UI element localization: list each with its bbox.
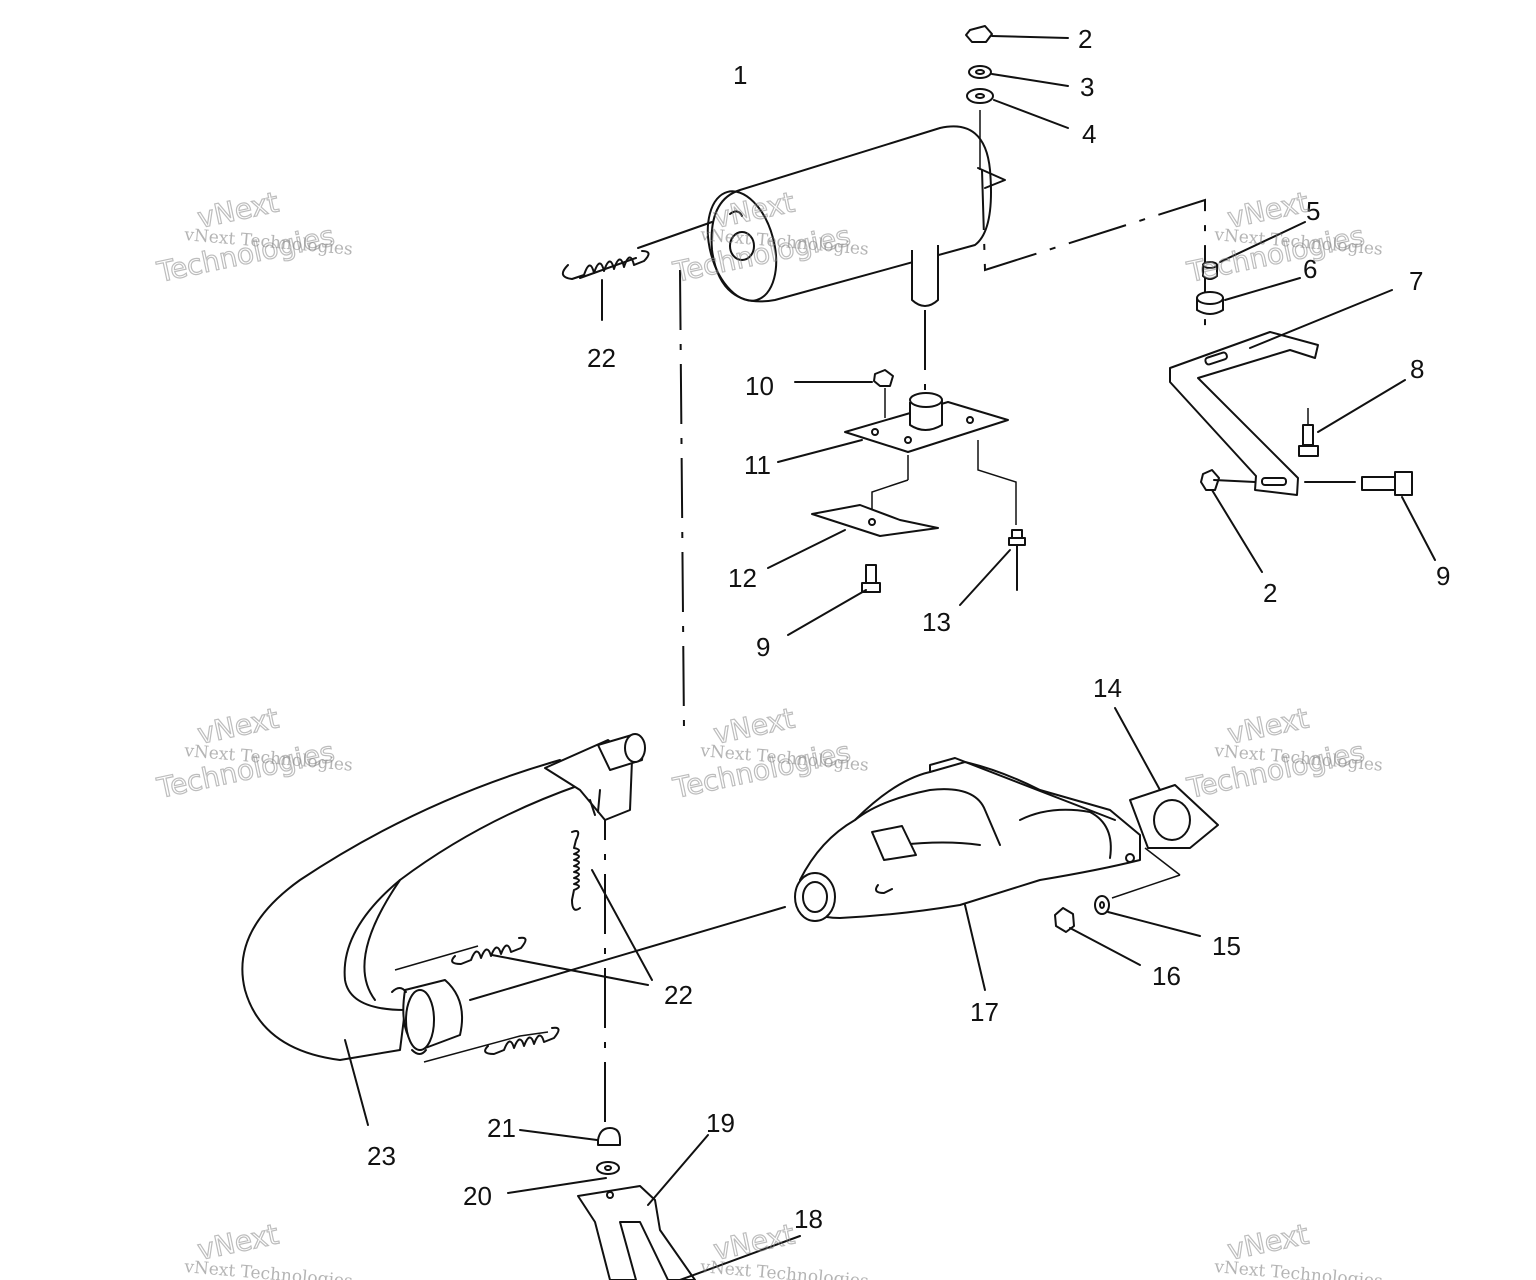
label-16: 16 bbox=[1152, 961, 1181, 991]
label-5: 5 bbox=[1306, 196, 1320, 226]
label-12: 12 bbox=[728, 563, 757, 593]
label-21: 21 bbox=[487, 1113, 516, 1143]
label-11: 11 bbox=[744, 450, 771, 480]
label-23: 23 bbox=[367, 1141, 396, 1171]
part-labels: 1 2 3 4 5 6 7 8 2 9 10 11 12 9 13 22 14 … bbox=[367, 24, 1450, 1234]
flange-plate-11 bbox=[777, 369, 1017, 525]
label-3: 3 bbox=[1080, 72, 1094, 102]
label-1: 1 bbox=[733, 60, 747, 90]
label-17: 17 bbox=[970, 997, 999, 1027]
label-6: 6 bbox=[1303, 254, 1317, 284]
watermark: vNext vNext Technologies Technologies bbox=[153, 701, 354, 806]
label-14: 14 bbox=[1093, 673, 1122, 703]
label-2-lower: 2 bbox=[1263, 578, 1277, 608]
label-8: 8 bbox=[1410, 354, 1424, 384]
watermark: vNext vNext Technologies Technologies bbox=[669, 185, 870, 290]
nut-and-bolt-right bbox=[1200, 469, 1436, 573]
watermark: vNext vNext Technologies bbox=[183, 1217, 354, 1280]
label-7: 7 bbox=[1409, 266, 1423, 296]
label-9-right: 9 bbox=[1436, 561, 1450, 591]
label-19: 19 bbox=[706, 1108, 735, 1138]
watermark: vNext vNext Technologies Technologies bbox=[1183, 185, 1384, 290]
svg-text:vNext Technologies: vNext Technologies bbox=[699, 1257, 870, 1280]
springs-22-lower bbox=[394, 830, 786, 1063]
gasket-14 bbox=[1114, 707, 1219, 876]
watermark: vNext vNext Technologies Technologies bbox=[1183, 701, 1384, 806]
watermark: vNext vNext Technologies Technologies bbox=[669, 701, 870, 806]
label-9-lower: 9 bbox=[756, 632, 770, 662]
label-2-top: 2 bbox=[1078, 24, 1092, 54]
label-15: 15 bbox=[1212, 931, 1241, 961]
svg-text:vNext Technologies: vNext Technologies bbox=[183, 1257, 354, 1280]
watermark: vNext vNext Technologies bbox=[1213, 1217, 1384, 1280]
spring-22-top bbox=[561, 221, 713, 321]
exhaust-pipe-23 bbox=[241, 733, 646, 1126]
label-4: 4 bbox=[1082, 119, 1096, 149]
axis-line-muffler-to-bracket bbox=[981, 169, 1206, 330]
label-22-lower: 22 bbox=[664, 980, 693, 1010]
grommet-bushing bbox=[1196, 221, 1306, 315]
hardware-stack-top bbox=[965, 25, 1069, 170]
washer-and-nut bbox=[1054, 874, 1201, 966]
lower-mount-assembly bbox=[507, 1127, 801, 1280]
label-20: 20 bbox=[463, 1181, 492, 1211]
watermarks: vNext vNext Technologies Technologies vN… bbox=[153, 185, 1384, 1280]
axis-line-muffler-to-pipe bbox=[679, 269, 685, 731]
mounting-bracket-7 bbox=[1169, 289, 1393, 496]
label-18: 18 bbox=[794, 1204, 823, 1234]
bolt-9-and-rivet-13 bbox=[787, 529, 1026, 636]
shim-12 bbox=[767, 504, 939, 569]
label-10: 10 bbox=[745, 371, 774, 401]
svg-text:vNext Technologies: vNext Technologies bbox=[1213, 1257, 1384, 1280]
watermark: vNext vNext Technologies Technologies bbox=[153, 185, 354, 290]
label-22-top: 22 bbox=[587, 343, 616, 373]
exhaust-manifold-17 bbox=[794, 757, 1141, 991]
bolt-8 bbox=[1298, 379, 1406, 457]
muffler-canister bbox=[706, 125, 1006, 307]
watermark: vNext vNext Technologies bbox=[699, 1217, 870, 1280]
label-13: 13 bbox=[922, 607, 951, 637]
